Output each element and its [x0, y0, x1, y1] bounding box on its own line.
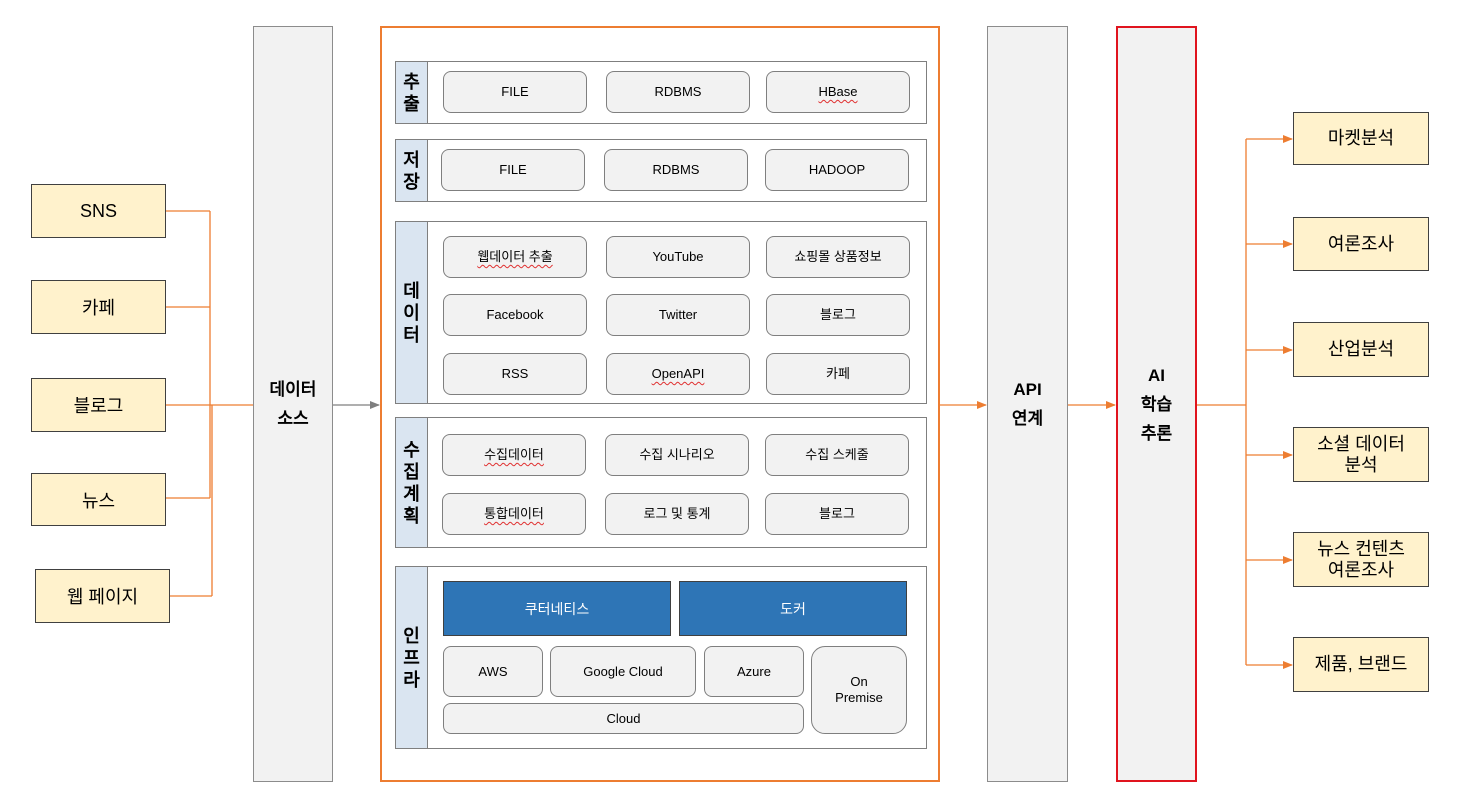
output-survey: 여론조사	[1293, 217, 1429, 271]
store-hadoop: HADOOP	[765, 149, 909, 191]
plan-scenario: 수집 시나리오	[605, 434, 749, 476]
ai-column: AI 학습 추론	[1116, 26, 1197, 782]
extract-rdbms: RDBMS	[606, 71, 750, 113]
data-blog: 블로그	[766, 294, 910, 336]
extract-hbase: HBase	[766, 71, 910, 113]
output-product-brand: 제품, 브랜드	[1293, 637, 1429, 692]
data-youtube: YouTube	[606, 236, 750, 278]
output-industry-analysis: 산업분석	[1293, 322, 1429, 377]
store-rdbms: RDBMS	[604, 149, 748, 191]
section-plan-label: 수 집 계 획	[396, 418, 428, 547]
data-cafe: 카페	[766, 353, 910, 395]
infra-on-premise: On Premise	[811, 646, 907, 734]
source-blog: 블로그	[31, 378, 166, 432]
infra-cloud: Cloud	[443, 703, 804, 734]
plan-log-stats: 로그 및 통계	[605, 493, 749, 535]
section-infra-label: 인 프 라	[396, 567, 428, 748]
data-shopping-info: 쇼핑몰 상품정보	[766, 236, 910, 278]
output-social-data-analysis: 소셜 데이터 분석	[1293, 427, 1429, 482]
extract-file: FILE	[443, 71, 587, 113]
infra-azure: Azure	[704, 646, 804, 697]
output-connectors	[1197, 135, 1293, 669]
source-cafe: 카페	[31, 280, 166, 334]
infra-google-cloud: Google Cloud	[550, 646, 696, 697]
section-extract-label: 추 출	[396, 62, 428, 123]
source-connectors	[166, 210, 253, 597]
data-rss: RSS	[443, 353, 587, 395]
infra-kubernetes: 쿠터네티스	[443, 581, 671, 636]
api-column: API 연계	[987, 26, 1068, 782]
output-news-content-survey: 뉴스 컨텐츠 여론조사	[1293, 532, 1429, 587]
plan-integrated-data: 통합데이터	[442, 493, 586, 535]
data-openapi: OpenAPI	[606, 353, 750, 395]
plan-collected-data: 수집데이터	[442, 434, 586, 476]
source-sns: SNS	[31, 184, 166, 238]
data-twitter: Twitter	[606, 294, 750, 336]
infra-aws: AWS	[443, 646, 543, 697]
plan-blog: 블로그	[765, 493, 909, 535]
plan-schedule: 수집 스케줄	[765, 434, 909, 476]
store-file: FILE	[441, 149, 585, 191]
infra-docker: 도커	[679, 581, 907, 636]
data-web-extract: 웹데이터 추출	[443, 236, 587, 278]
source-webpage: 웹 페이지	[35, 569, 170, 623]
output-market-analysis: 마켓분석	[1293, 112, 1429, 165]
section-store-label: 저 장	[396, 140, 428, 201]
section-data-label: 데 이 터	[396, 222, 428, 403]
data-facebook: Facebook	[443, 294, 587, 336]
data-source-column: 데이터 소스	[253, 26, 333, 782]
source-news: 뉴스	[31, 473, 166, 526]
